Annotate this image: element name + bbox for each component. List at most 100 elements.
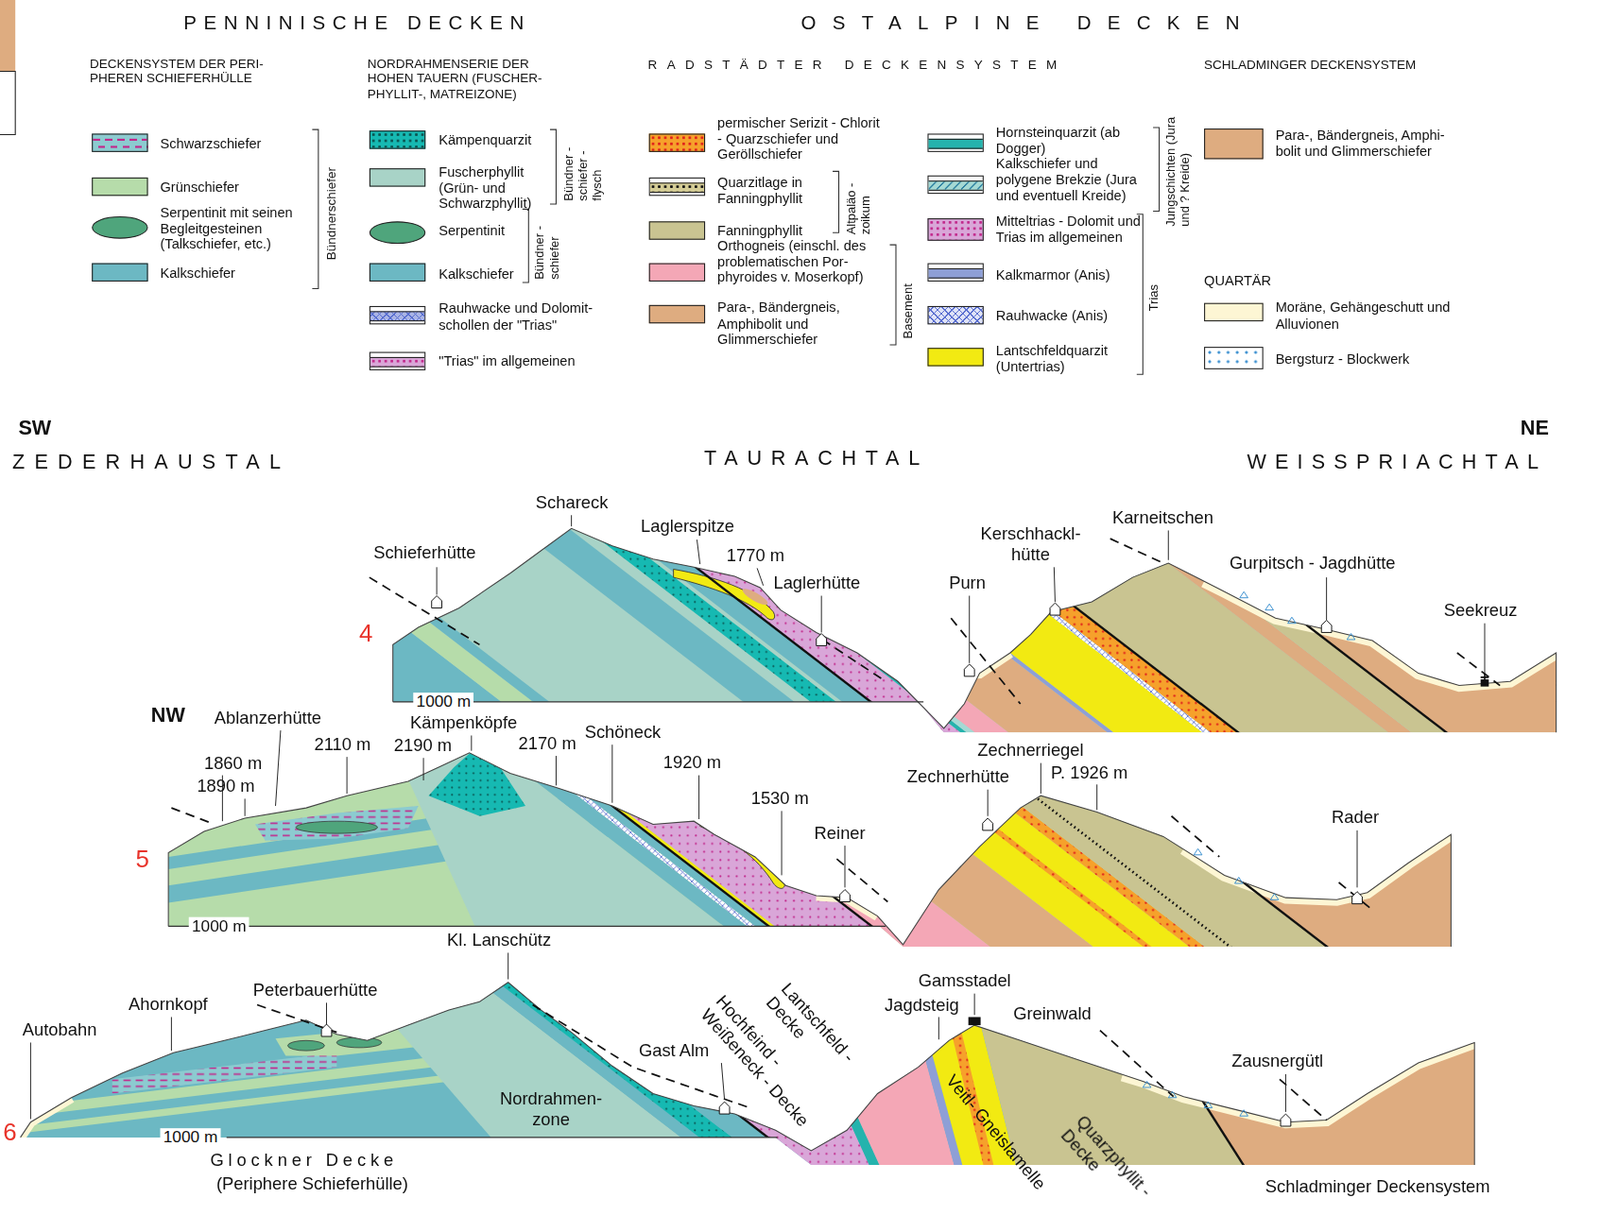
- contact-line: [987, 790, 989, 817]
- outline-path: [1321, 619, 1332, 633]
- place-label: Kerschhackl- hütte: [974, 524, 1087, 565]
- legend-text: Bergsturz - Blockwerk: [1275, 352, 1455, 369]
- drawing-group: [171, 538, 1500, 1120]
- rock-unit: [670, 510, 969, 736]
- outline-path: [0, 71, 16, 136]
- rock-unit: [525, 734, 914, 960]
- outline-path: [1239, 591, 1356, 640]
- place-label: Peterbauerhütte: [253, 980, 379, 1001]
- rock-unit: [283, 510, 592, 736]
- legend-swatch: [1204, 346, 1264, 370]
- elevation-label: P. 1926 m: [1050, 763, 1128, 784]
- rock-unit: [561, 510, 879, 736]
- elevation-label: 1000 m: [189, 917, 250, 937]
- legend-band: [370, 310, 425, 322]
- rock-lens: [287, 1040, 325, 1051]
- group-heading: OSTALPINE DECKEN: [801, 12, 1256, 35]
- drawing-group: [153, 714, 1532, 970]
- rock-unit: [506, 734, 812, 960]
- drawing-group: [0, 489, 1600, 756]
- zone-label: Nordrahmen- zone: [489, 1089, 613, 1130]
- outline-path: [840, 890, 851, 903]
- legend-text: Serpentinit: [438, 223, 541, 240]
- drawing-group: [311, 127, 1159, 375]
- outline-path: [1142, 1082, 1248, 1118]
- profile-number: 4: [359, 619, 373, 648]
- contact-line: [822, 639, 886, 682]
- legend-band: [650, 182, 705, 193]
- subgroup-heading: DECKENSYSTEM DER PERI- PHEREN SCHIEFERHÜ…: [89, 56, 290, 87]
- outline-path: [673, 568, 775, 620]
- contact-line: [1325, 577, 1327, 620]
- contact-line: [275, 730, 281, 807]
- elevation-label: 1770 m: [726, 546, 785, 567]
- legend-swatch: [369, 130, 426, 149]
- contact-line: [507, 952, 509, 980]
- contact-line: [696, 539, 700, 565]
- contact-line: [621, 510, 914, 736]
- bracket-label: Bündner - schiefer: [533, 218, 563, 280]
- terrain-line: [1204, 581, 1557, 686]
- legend-swatch: [649, 177, 706, 196]
- legend-swatch: [927, 218, 983, 241]
- rock-unit: [448, 959, 759, 1185]
- contact-line: [171, 1016, 173, 1051]
- direction-label: NE: [1520, 416, 1549, 441]
- legend-text: Quarzitlage in Fanningphyllit: [717, 174, 830, 207]
- rock-unit: [0, 948, 1490, 1194]
- legend-text: Kalkschiefer: [160, 265, 314, 282]
- contact-line: [226, 1136, 778, 1138]
- terrain-line: [20, 1098, 72, 1138]
- legend-swatch: [927, 347, 983, 366]
- rock-unit: [20, 1066, 511, 1134]
- contact-line: [1171, 816, 1221, 858]
- outline-path: [321, 1024, 332, 1037]
- elevation-label: 2170 m: [517, 733, 576, 754]
- place-label: Schöneck: [584, 722, 662, 742]
- legend-lens: [369, 221, 426, 244]
- valley-name: ZEDERHAUSTAL: [12, 449, 291, 474]
- rock-lens: [295, 821, 378, 834]
- legend-swatch: [91, 263, 148, 282]
- contact-line: [1040, 763, 1042, 794]
- terrain-line: [948, 653, 1011, 676]
- legend-swatch: [927, 263, 983, 282]
- contact-line: [1457, 653, 1500, 687]
- legend-text: Kämpenquarzit: [438, 132, 541, 149]
- elevation-label: 2110 m: [314, 734, 372, 755]
- legend-text: Kalkschiefer und polygene Brekzie (Jura …: [996, 155, 1158, 204]
- place-label: Reiner: [814, 823, 866, 844]
- rock-unit: [252, 510, 576, 736]
- contact-line: [423, 757, 425, 781]
- outline-path: [550, 129, 556, 205]
- outline-path: [719, 1101, 730, 1115]
- contact-line: [611, 744, 613, 804]
- rock-unit: [1480, 679, 1490, 688]
- terrain-line: [1183, 834, 1451, 900]
- valley-name: WEISSPRIACHTAL: [1246, 449, 1548, 474]
- legend-text: Hornsteinquarzit (ab Dogger): [996, 124, 1124, 157]
- legend-swatch: [1204, 303, 1264, 322]
- drawing-group: [519, 734, 1343, 960]
- rock-unit: [686, 510, 1012, 736]
- place-label: Ablanzerhütte: [214, 707, 322, 728]
- place-label: Zechnerriegel: [977, 740, 1084, 761]
- legend-text: "Trias" im allgemeinen: [438, 353, 618, 370]
- contact-line: [622, 734, 915, 960]
- contact-line: [470, 735, 472, 751]
- legend-text: Schwarzschiefer: [160, 136, 314, 153]
- rock-unit: [428, 752, 526, 817]
- elevation-label: 1860 m: [204, 754, 262, 775]
- elevation-label: 1890 m: [196, 776, 255, 797]
- outline-path: [816, 634, 827, 647]
- contact-line: [948, 510, 1241, 736]
- contact-line: [1279, 1079, 1327, 1120]
- drawing-group: [321, 596, 1362, 1127]
- outline-path: [700, 816, 786, 890]
- legend-swatch: [927, 306, 983, 325]
- elevation-label: 1000 m: [412, 692, 474, 712]
- rock-unit: [0, 489, 1600, 756]
- legend-swatch: [369, 221, 426, 244]
- rock-unit: [948, 510, 1392, 736]
- contact-line: [168, 926, 886, 928]
